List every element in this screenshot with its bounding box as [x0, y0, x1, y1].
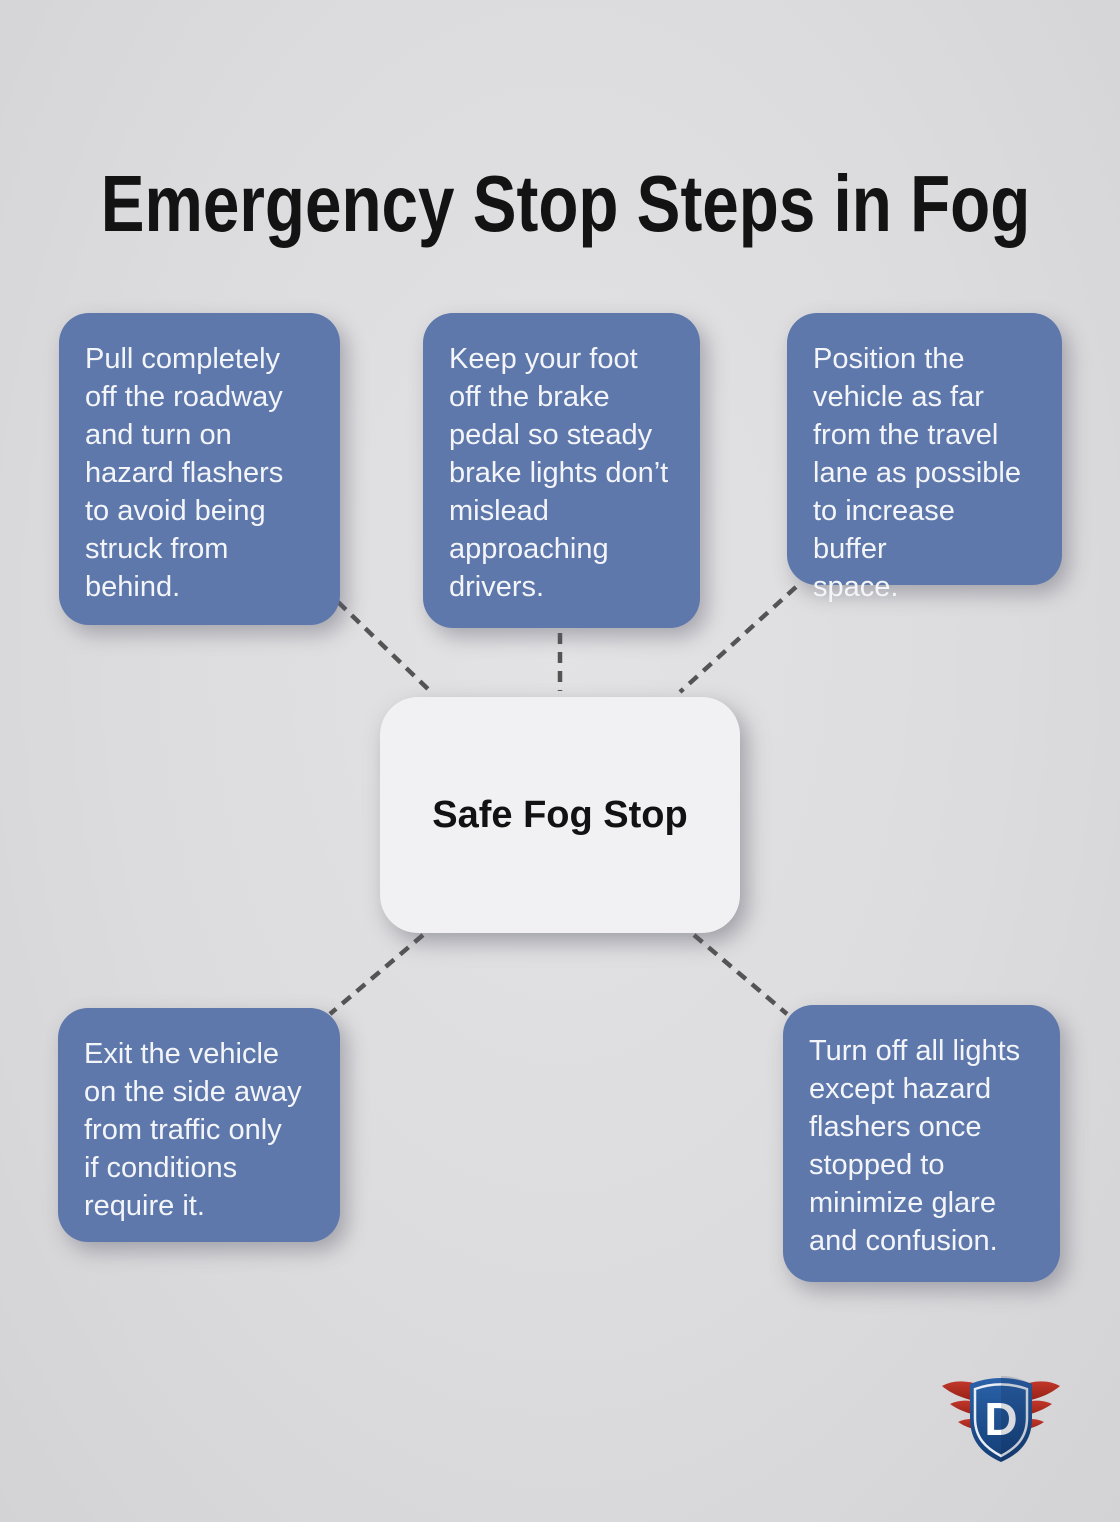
step-text-pull-off-roadway: Pull completely off the roadway and turn…: [85, 343, 284, 603]
step-box-turn-off-lights: Turn off all lights except hazard flashe…: [783, 1005, 1060, 1282]
step-box-foot-off-brake: Keep your foot off the brake pedal so st…: [423, 313, 700, 628]
brand-logo: D: [940, 1372, 1062, 1464]
center-node-label: Safe Fog Stop: [432, 793, 688, 836]
step-text-position-vehicle: Position the vehicle as far from the tra…: [813, 343, 1021, 603]
step-box-exit-vehicle: Exit the vehicle on the side away from t…: [58, 1008, 340, 1242]
step-text-turn-off-lights: Turn off all lights except hazard flashe…: [809, 1035, 1021, 1257]
step-box-position-vehicle: Position the vehicle as far from the tra…: [787, 313, 1062, 603]
logo-letter: D: [984, 1393, 1017, 1445]
connector-bottom-left: [328, 933, 425, 1016]
winged-shield-icon: D: [942, 1376, 1060, 1462]
center-node: Safe Fog Stop: [380, 697, 740, 933]
step-text-foot-off-brake: Keep your foot off the brake pedal so st…: [449, 343, 669, 603]
step-box-pull-off-roadway: Pull completely off the roadway and turn…: [59, 313, 340, 625]
connector-bottom-right: [692, 933, 789, 1016]
step-text-exit-vehicle: Exit the vehicle on the side away from t…: [84, 1038, 302, 1222]
connector-top-left: [336, 600, 433, 694]
shield-icon: D: [970, 1376, 1032, 1462]
page-title: Emergency Stop Steps in Fog: [100, 158, 1031, 248]
